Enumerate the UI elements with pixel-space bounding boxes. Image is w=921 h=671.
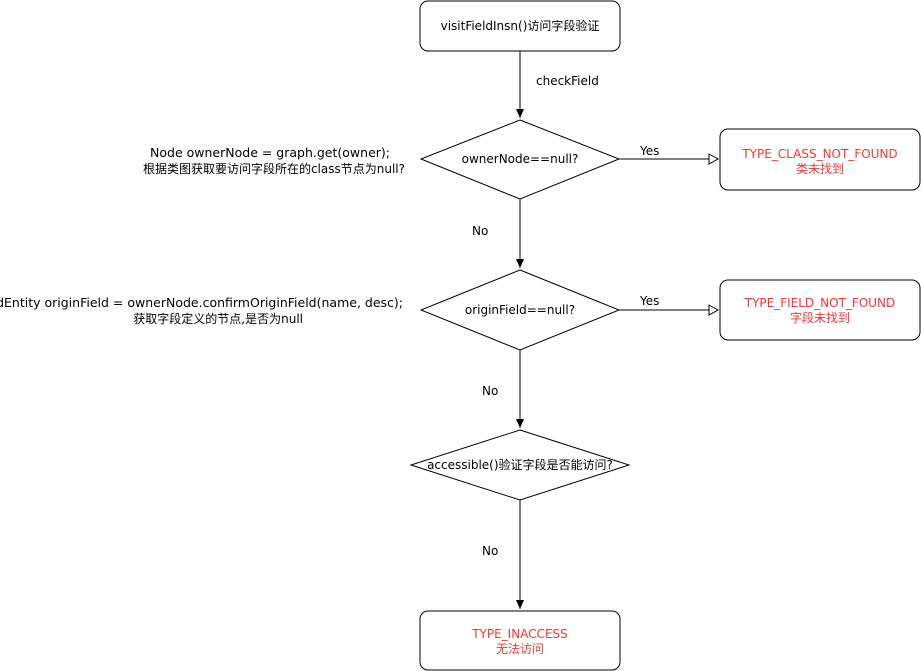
annotation-field-code: FieldEntity originField = ownerNode.conf… [0,295,403,310]
result-class-not-found [719,128,921,191]
annotation-owner-desc: 根据类图获取要访问字段所在的class节点为null? [143,161,405,176]
decision-origin-field-label: originField==null? [465,303,575,317]
start-node [419,0,621,52]
result-field-not-found-line2: 字段未找到 [790,310,850,325]
edge-label-yes-1: Yes [639,144,659,158]
result-class-not-found-line2: 类未找到 [796,162,844,176]
annotation-field-desc: 获取字段定义的节点,是否为null [133,311,303,326]
result-inaccess [419,610,621,671]
result-field-not-found-line1: TYPE_FIELD_NOT_FOUND [744,296,896,310]
decision-origin-field [419,269,621,351]
result-class-not-found-line1: TYPE_CLASS_NOT_FOUND [741,147,897,161]
result-inaccess-line1: TYPE_INACCESS [471,627,568,641]
edge-label-yes-2: Yes [639,294,659,308]
annotation-owner-code: Node ownerNode = graph.get(owner); [150,145,390,160]
decision-accessible [409,429,631,501]
edge-label-check-field: checkField [536,74,599,88]
decision-owner-node-label: ownerNode==null? [462,152,579,166]
edge-label-no-3: No [482,544,498,558]
edge-label-no-2: No [482,384,498,398]
start-node-label: visitFieldInsn()访问字段验证 [441,18,600,33]
decision-owner-node [419,119,621,200]
edge-label-no-1: No [472,224,488,238]
result-field-not-found [719,279,921,341]
decision-accessible-label: accessible()验证字段是否能访问? [427,457,613,472]
result-inaccess-line2: 无法访问 [496,642,544,656]
